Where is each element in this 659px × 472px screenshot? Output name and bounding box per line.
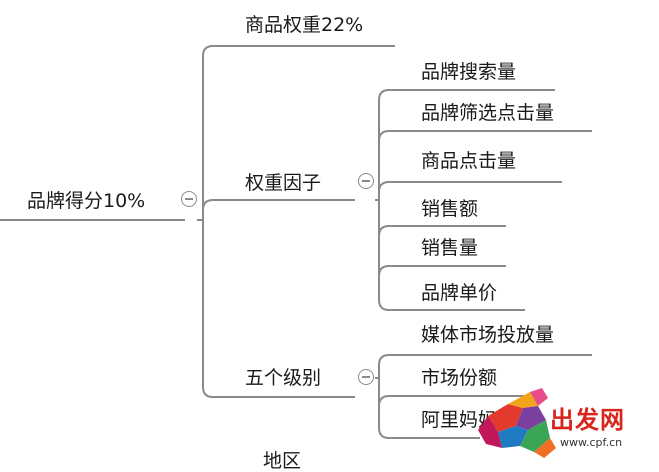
node-weight[interactable]: 商品权重22%	[245, 14, 364, 36]
factors-collapse-icon[interactable]	[358, 173, 374, 189]
factor-item[interactable]: 销售量	[421, 237, 479, 259]
factor-item[interactable]: 品牌筛选点击量	[421, 102, 555, 124]
grade-item[interactable]: 阿里妈妈	[421, 409, 498, 431]
factor-line-3	[378, 225, 506, 237]
factor-item[interactable]: 商品点击量	[421, 150, 517, 172]
factor-item[interactable]: 品牌搜索量	[421, 61, 517, 83]
grade-item[interactable]: 媒体市场投放量	[421, 324, 555, 346]
root-collapse-icon[interactable]	[181, 191, 197, 207]
factor-line-2	[378, 181, 562, 193]
watermark: 出发网 www.cpf.cn	[468, 386, 659, 464]
factors-trunk	[378, 89, 390, 311]
factor-item[interactable]: 品牌单价	[421, 282, 498, 304]
factor-line-1	[378, 130, 592, 142]
grades-collapse-icon[interactable]	[358, 369, 374, 385]
node-region[interactable]: 地区	[263, 450, 302, 472]
node-factors[interactable]: 权重因子	[245, 172, 322, 194]
horse-logo-icon	[478, 388, 556, 458]
grade-item[interactable]: 市场份额	[421, 367, 498, 389]
watermark-title: 出发网	[550, 405, 625, 434]
grades-trunk	[378, 354, 390, 439]
grade-line-1	[378, 395, 525, 407]
root-node[interactable]: 品牌得分10%	[27, 190, 146, 212]
factor-item[interactable]: 销售额	[421, 198, 479, 220]
level1-trunk	[202, 45, 214, 398]
factors-underline	[202, 199, 355, 211]
watermark-url: www.cpf.cn	[560, 436, 623, 449]
factor-line-4	[378, 265, 506, 277]
node-grades[interactable]: 五个级别	[245, 367, 322, 389]
